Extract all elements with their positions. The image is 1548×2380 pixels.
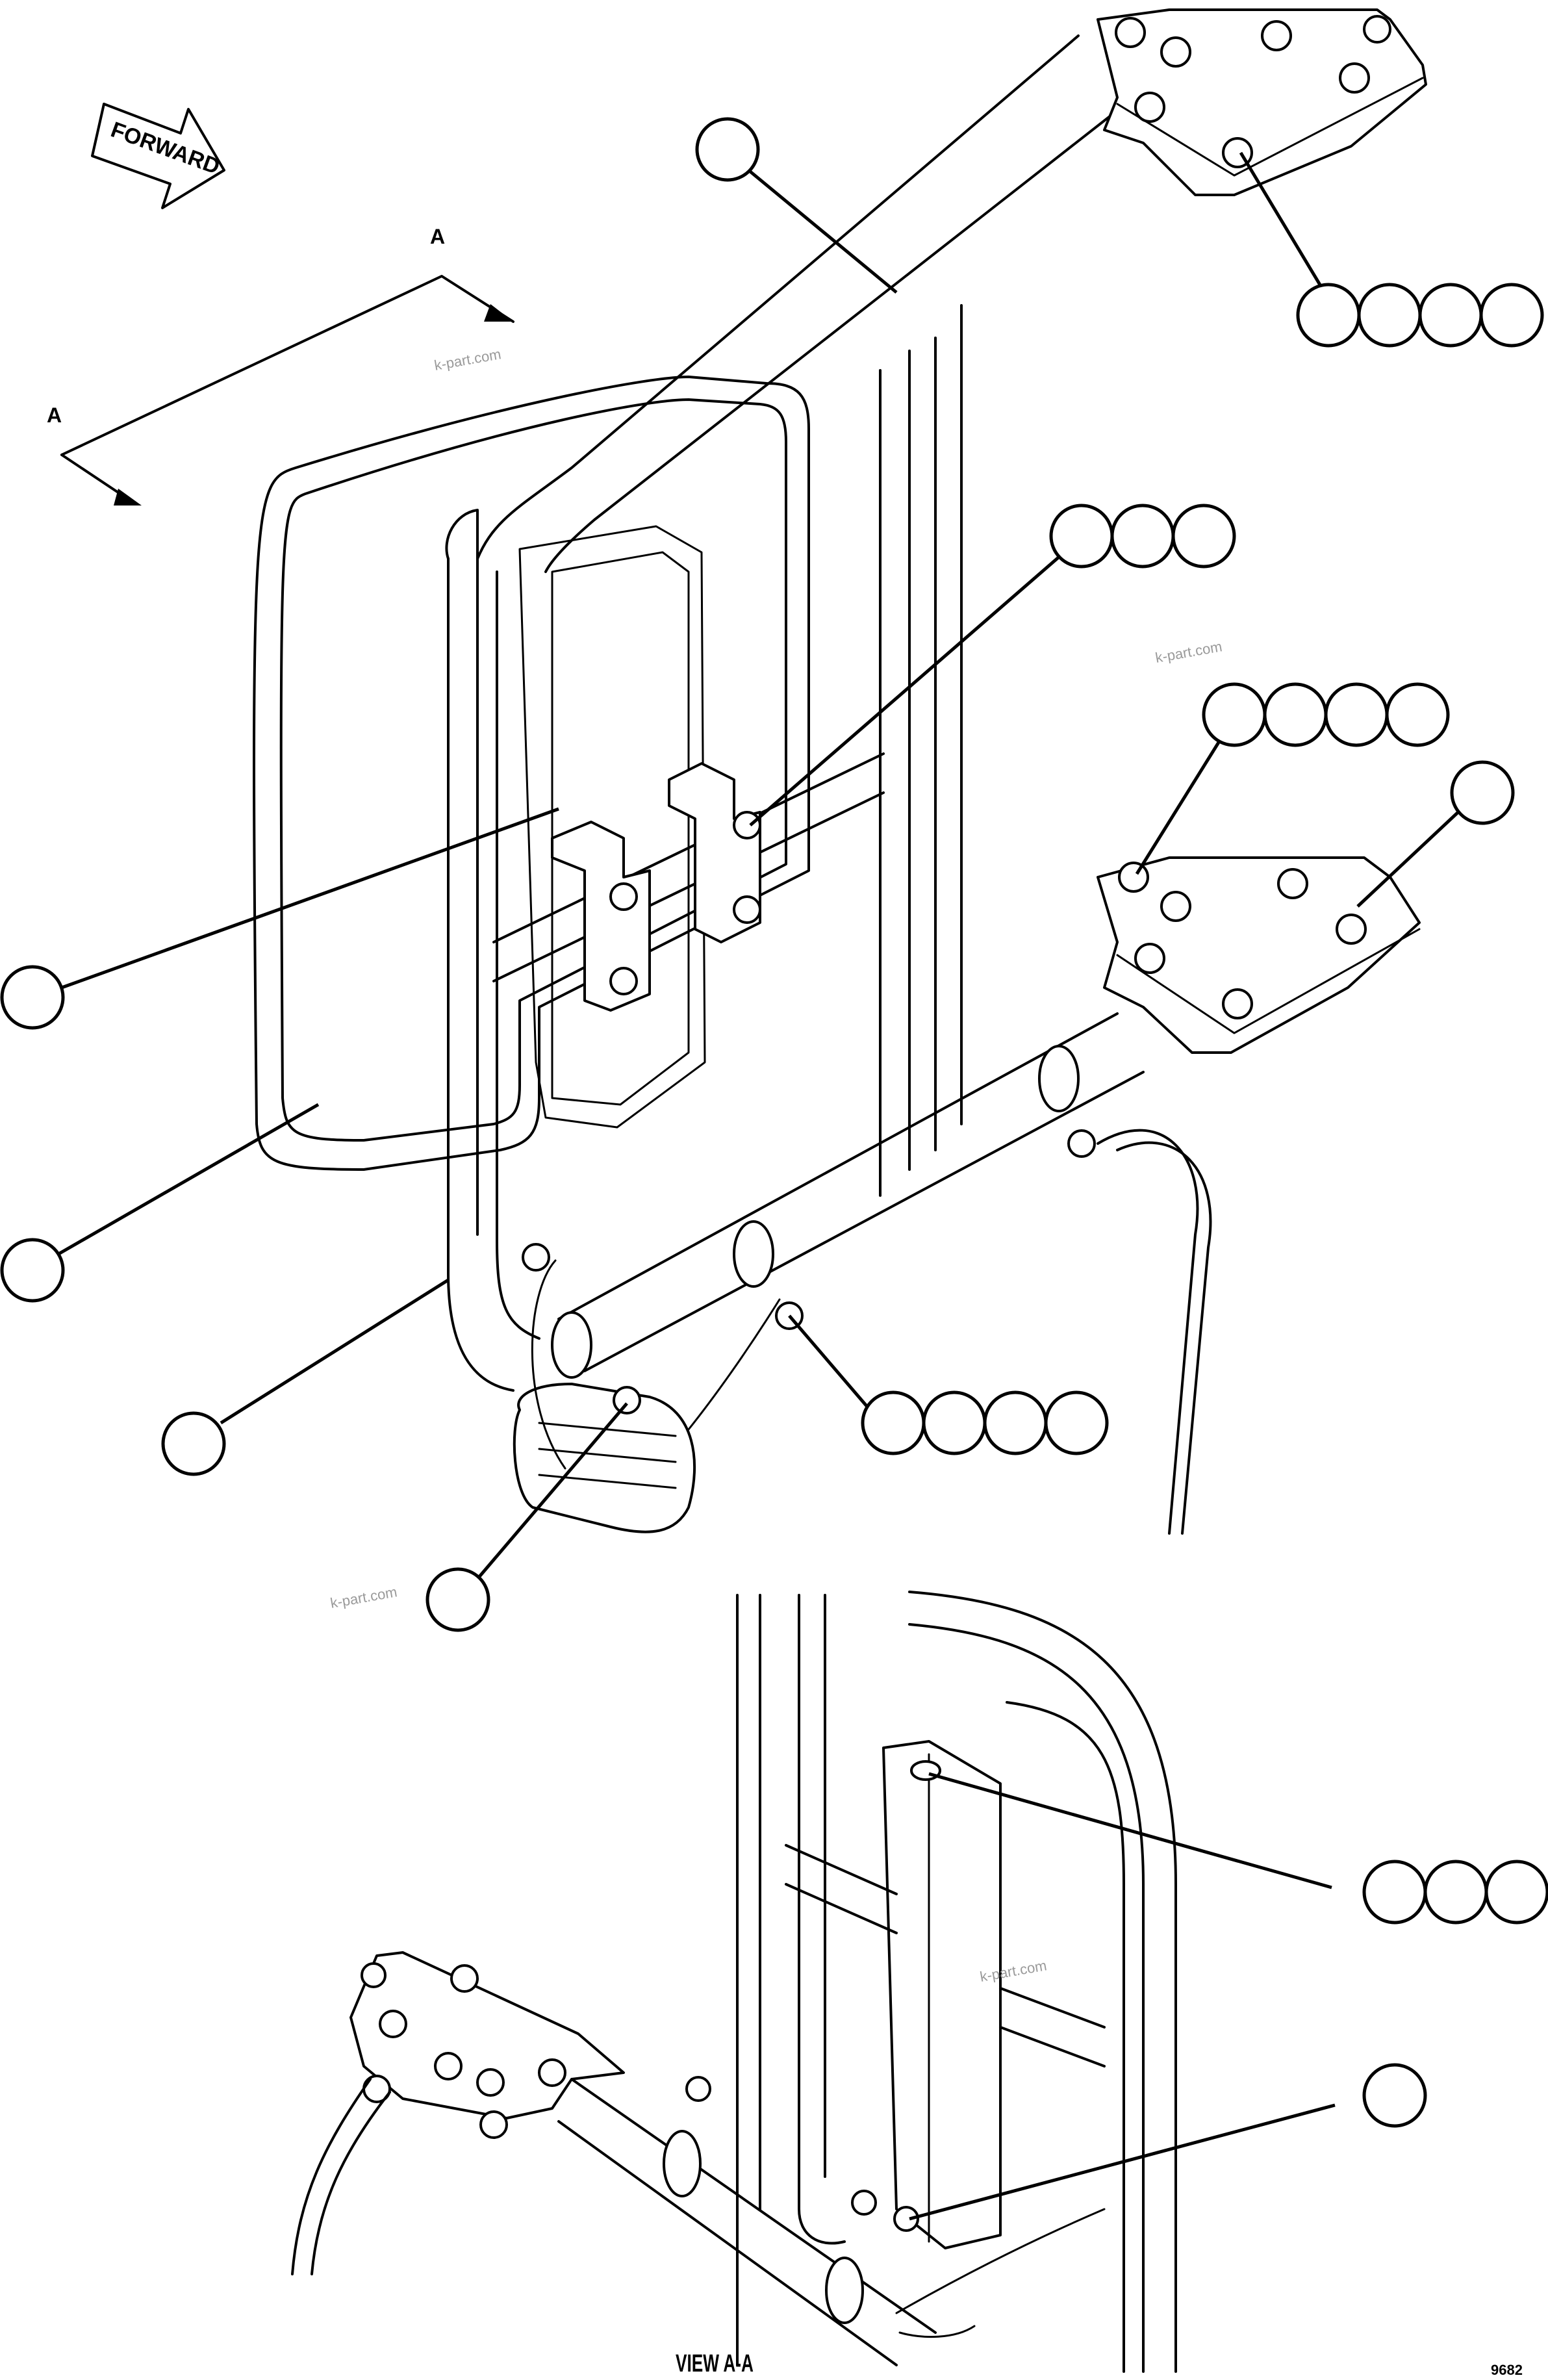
view-aa-drawing — [291, 1591, 1177, 2373]
watermark-1: k-part.com — [433, 346, 503, 374]
forward-arrow: FORWARD — [91, 103, 225, 209]
callout-g1 — [695, 117, 760, 182]
callout-g6 — [0, 965, 65, 1030]
watermark-2: k-part.com — [1154, 638, 1224, 666]
callout-g9 — [861, 1390, 1109, 1455]
section-marker-left: A — [47, 403, 62, 427]
callout-g5 — [1450, 760, 1515, 825]
callout-g7 — [0, 1238, 65, 1303]
mirror-assembly-drawing — [253, 8, 1427, 1535]
callout-g12 — [1362, 2063, 1427, 2128]
callout-g11 — [1362, 1860, 1548, 1925]
callout-g3 — [1049, 504, 1236, 569]
section-line: A A — [47, 225, 514, 505]
sheet-number: 9682 — [1491, 2362, 1523, 2378]
callout-g2 — [1296, 283, 1544, 348]
watermark-3: k-part.com — [329, 1583, 399, 1611]
callout-g4 — [1202, 682, 1450, 747]
callout-g10 — [425, 1567, 490, 1632]
section-marker-top: A — [430, 225, 445, 248]
view-title: VIEW A-A — [676, 2350, 754, 2377]
callout-g8 — [161, 1411, 226, 1476]
